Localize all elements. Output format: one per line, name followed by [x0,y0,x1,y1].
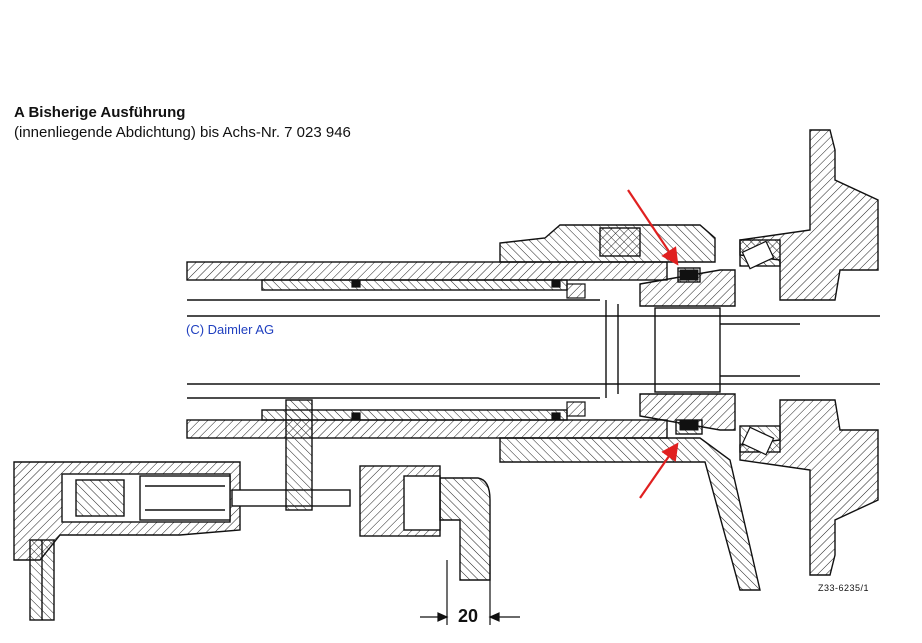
valve-assembly [13,399,491,621]
seal-arrow-lower [639,442,679,499]
axle-tube-lower [186,409,668,439]
diagram-subtitle: (innenliegende Abdichtung) bis Achs-Nr. … [14,124,351,141]
dimension-20 [420,560,520,625]
drawing-reference: Z33-6235/1 [818,583,870,593]
seal-arrow-upper [627,189,679,266]
taper-roller-bearings [741,240,775,456]
copyright-watermark: (C) Daimler AG [186,322,275,337]
diagram-title: A Bisherige Ausführung [14,104,186,121]
drive-shaft [187,299,880,399]
seal-rings [679,269,699,431]
wheel-flange [739,129,879,576]
hub-housing-upper [499,224,736,307]
axle-tube-upper [186,261,668,291]
dimension-label: 20 [458,606,479,626]
sleeve-ends [351,280,586,420]
